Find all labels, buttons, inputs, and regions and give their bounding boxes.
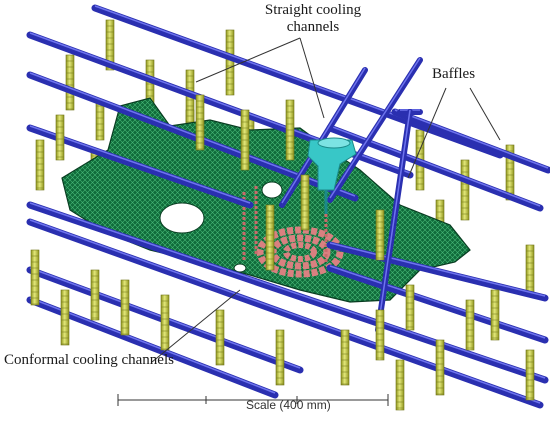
cooling-pipe-highlight	[29, 125, 251, 204]
cooling-pipe-highlight	[281, 67, 366, 204]
cooling-pipe	[327, 57, 423, 203]
baffle	[405, 284, 415, 331]
cooling-pipe	[326, 241, 549, 302]
injection-nozzle	[307, 137, 357, 214]
baffle	[160, 294, 170, 351]
cooling-pipe	[26, 124, 254, 209]
baffle	[35, 139, 45, 191]
cooling-pipe-highlight	[329, 242, 546, 297]
cooling-pipe	[91, 4, 504, 159]
baffle	[300, 174, 310, 231]
baffles-label: Baffles	[432, 66, 476, 82]
cooling-pipe-highlight	[329, 265, 546, 339]
baffle	[225, 29, 235, 96]
baffle	[490, 289, 500, 341]
baffle	[120, 279, 130, 336]
cooling-pipe-highlight	[329, 125, 541, 207]
scale-label: Scale (400 mm)	[246, 398, 331, 412]
baffle	[90, 269, 100, 321]
baffle	[265, 204, 275, 271]
baffle	[375, 209, 385, 261]
baffle	[275, 329, 285, 386]
baffle	[215, 309, 225, 366]
straight-cooling-channels-label: Straight cooling channels	[264, 2, 362, 35]
cooling-pipe	[26, 218, 544, 409]
cooling-pipe	[326, 264, 549, 344]
cooling-pipe-highlight	[394, 109, 549, 169]
cooling-pipe-highlight	[29, 219, 541, 404]
baffle	[465, 299, 475, 351]
cooling-pipe	[26, 201, 549, 384]
baffle	[375, 309, 385, 361]
baffle	[55, 114, 65, 161]
cooling-pipe-highlight	[329, 57, 421, 199]
leader-lines	[151, 37, 501, 363]
baffles-front-group	[30, 94, 535, 411]
cooling-pipe-highlight	[29, 297, 276, 394]
baffle	[525, 244, 535, 296]
baffle	[340, 329, 350, 386]
cooling-pipe-highlight	[377, 109, 411, 329]
cooling-pipe	[391, 108, 550, 174]
conformal-cooling-channels-label: Conformal cooling channels	[4, 352, 174, 368]
cooling-pipe	[26, 296, 279, 399]
cooling-pipe	[279, 67, 368, 208]
baffle	[60, 289, 70, 346]
baffle	[105, 19, 115, 71]
cooling-pipe-highlight	[29, 202, 546, 379]
baffle	[525, 349, 535, 401]
baffle	[65, 54, 75, 111]
scale-bar	[117, 394, 389, 406]
baffle	[435, 339, 445, 396]
baffle	[30, 249, 40, 306]
baffle	[195, 94, 205, 151]
baffle	[395, 359, 405, 411]
